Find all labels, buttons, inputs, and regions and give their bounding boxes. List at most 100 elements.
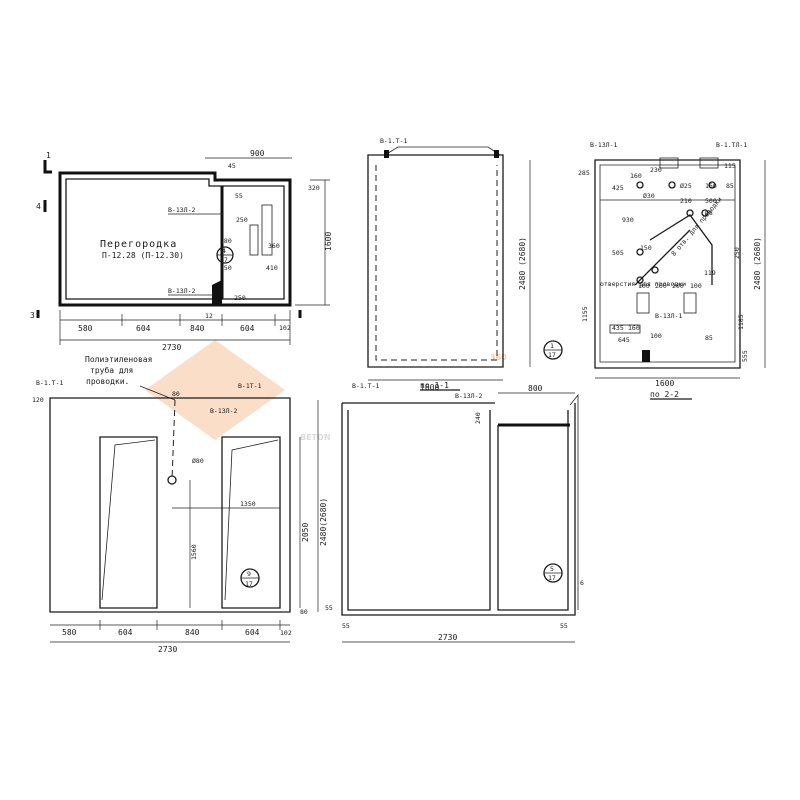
facade-dim-total: 2730 — [158, 645, 177, 654]
plan-dim-320: 320 — [308, 184, 320, 192]
section22-dim-285: 285 — [578, 169, 590, 177]
plan-dim-180: 180 — [220, 237, 232, 245]
plan-section-4: 4 — [36, 202, 41, 211]
facade-pipe — [171, 399, 176, 481]
section22-dim-160a: 160 — [630, 172, 642, 180]
plan-dim-840: 840 — [190, 324, 205, 333]
plan-opening-1 — [261, 204, 273, 256]
section-bottom-dim-800: 800 — [528, 384, 543, 393]
plan-dim-604b: 604 — [240, 324, 255, 333]
section22-inner — [599, 164, 736, 363]
section22-dim-85a: 85 — [726, 182, 734, 190]
plan-inner-wall — [65, 178, 285, 300]
plan-dim-250b: 250 — [234, 294, 246, 302]
section22-dim-d8: Ø8 — [705, 209, 713, 217]
plan-dim-250a: 250 — [236, 216, 248, 224]
section-bottom-dim-6: 6 — [580, 579, 584, 587]
facade-pipe-note-1: Полиэтиленовая — [85, 355, 152, 364]
section22-dim-1600: 1600 — [655, 379, 674, 388]
section22-slot — [609, 324, 641, 334]
section22-hole — [708, 181, 716, 189]
section11-dim-1600: 1600 — [420, 383, 439, 392]
watermark-brand: BETON — [300, 433, 331, 442]
facade-leader — [139, 385, 176, 401]
facade-dim-580: 580 — [62, 628, 77, 637]
facade-dim-604b: 604 — [245, 628, 260, 637]
section22-caption: по 2-2 — [650, 390, 679, 399]
plan-section-3: 3 — [30, 311, 35, 320]
section22-note-pipes: 8 отв. для проводки — [670, 196, 724, 258]
section22-dim-1185: 1185 — [737, 314, 745, 330]
plan-dim-12: 12 — [205, 312, 213, 320]
section-bottom-inner-right — [497, 410, 569, 611]
section22-box — [683, 292, 697, 314]
section22-box — [636, 292, 650, 314]
facade-pipe-note-2: труба для — [90, 365, 133, 375]
section-1-1-top: В-1.Т-1 1600 2480 (2680) — [367, 137, 531, 392]
facade-dim-80b: 80 — [300, 608, 308, 616]
section22-dim-d25: Ø25 — [680, 182, 692, 190]
plan-partition-code: П-12.28 (П-12.30) — [102, 251, 184, 260]
watermark-logo-icon — [145, 340, 285, 440]
section22-dim-d30: Ø30 — [643, 192, 655, 200]
section-bottom-dim-55b: 55 — [342, 622, 350, 630]
plan-section-marker — [43, 160, 52, 174]
section22-hole — [686, 209, 694, 217]
facade-door-right-swing — [224, 439, 279, 601]
section22-dim-115: 115 — [724, 162, 736, 170]
section11-mark-top: В-1.Т-1 — [380, 137, 407, 145]
section22-dim-100b: 100 — [690, 282, 702, 290]
section22-dim-height: 2480 (2680) — [753, 237, 762, 290]
section22-mark-b134: В-13Л-1 — [590, 141, 617, 149]
section22-dim-150: 150 — [640, 244, 652, 252]
section-bottom-mark-left: В-1.Т-1 — [352, 382, 379, 390]
section22-top-lug — [659, 157, 679, 169]
section22-hole — [636, 181, 644, 189]
facade-pipe-hole — [167, 475, 177, 485]
facade-dim-120: 120 — [32, 396, 44, 404]
section22-hole — [636, 276, 644, 284]
section22-dim-200a: 200 — [655, 282, 667, 290]
facade-dim-102: 102 — [280, 629, 292, 637]
section22-dim-160b: 160 — [705, 182, 717, 190]
section22-dim-200b: 200 — [672, 282, 684, 290]
section22-hole — [701, 209, 709, 217]
section-bottom-inner-left — [347, 410, 491, 611]
facade-door-left — [99, 436, 158, 609]
section22-hole — [636, 248, 644, 256]
section22-callout-top: 1 — [550, 342, 554, 350]
plan-corner-block — [212, 280, 222, 305]
section22-hole — [651, 266, 659, 274]
facade-dim-2050: 2050 — [301, 523, 310, 542]
plan-section-1: 1 — [46, 151, 51, 160]
section22-wiring — [649, 214, 713, 285]
section22-dim-250: 250 — [733, 247, 741, 259]
facade-dim-80: 80 — [172, 390, 180, 398]
section22-dim-505: 505 — [612, 249, 624, 257]
facade-dim-1350: 1350 — [240, 500, 256, 508]
section11-lug-left — [384, 150, 389, 158]
section-bottom-caption: по 1-1 — [420, 381, 449, 390]
section22-dim-119: 119 — [704, 269, 716, 277]
plan-dim-360: 360 — [268, 242, 280, 250]
watermark-tag: 360 — [490, 353, 507, 362]
section22-dim-500: 500 — [705, 197, 717, 205]
plan-callout-top: 4 — [222, 247, 226, 255]
section-2-2: В-13Л-1 В-1.ТЛ-1 285 425 160 230 Ø30 Ø25… — [543, 141, 766, 400]
section-bottom-callout-bot: 17 — [548, 574, 556, 582]
facade-door-right — [221, 436, 281, 609]
facade-outline — [49, 397, 291, 613]
section22-mark-b132: В-13Л-1 — [655, 312, 682, 320]
section22-dim-555: 555 — [741, 350, 749, 362]
plan-dim-410: 410 — [266, 264, 278, 272]
plan-outer-wall — [58, 171, 292, 307]
section11-outline — [367, 154, 504, 368]
section22-callout-bot: 17 — [548, 351, 556, 359]
section11-inner-dash — [375, 165, 498, 361]
facade-mark-right: В-1Т-1 — [238, 382, 262, 390]
plan-dim-580: 580 — [78, 324, 93, 333]
facade-callout-top: 9 — [247, 570, 251, 578]
plan-opening-2 — [249, 224, 259, 256]
facade-dim-1560: 1560 — [190, 544, 198, 560]
